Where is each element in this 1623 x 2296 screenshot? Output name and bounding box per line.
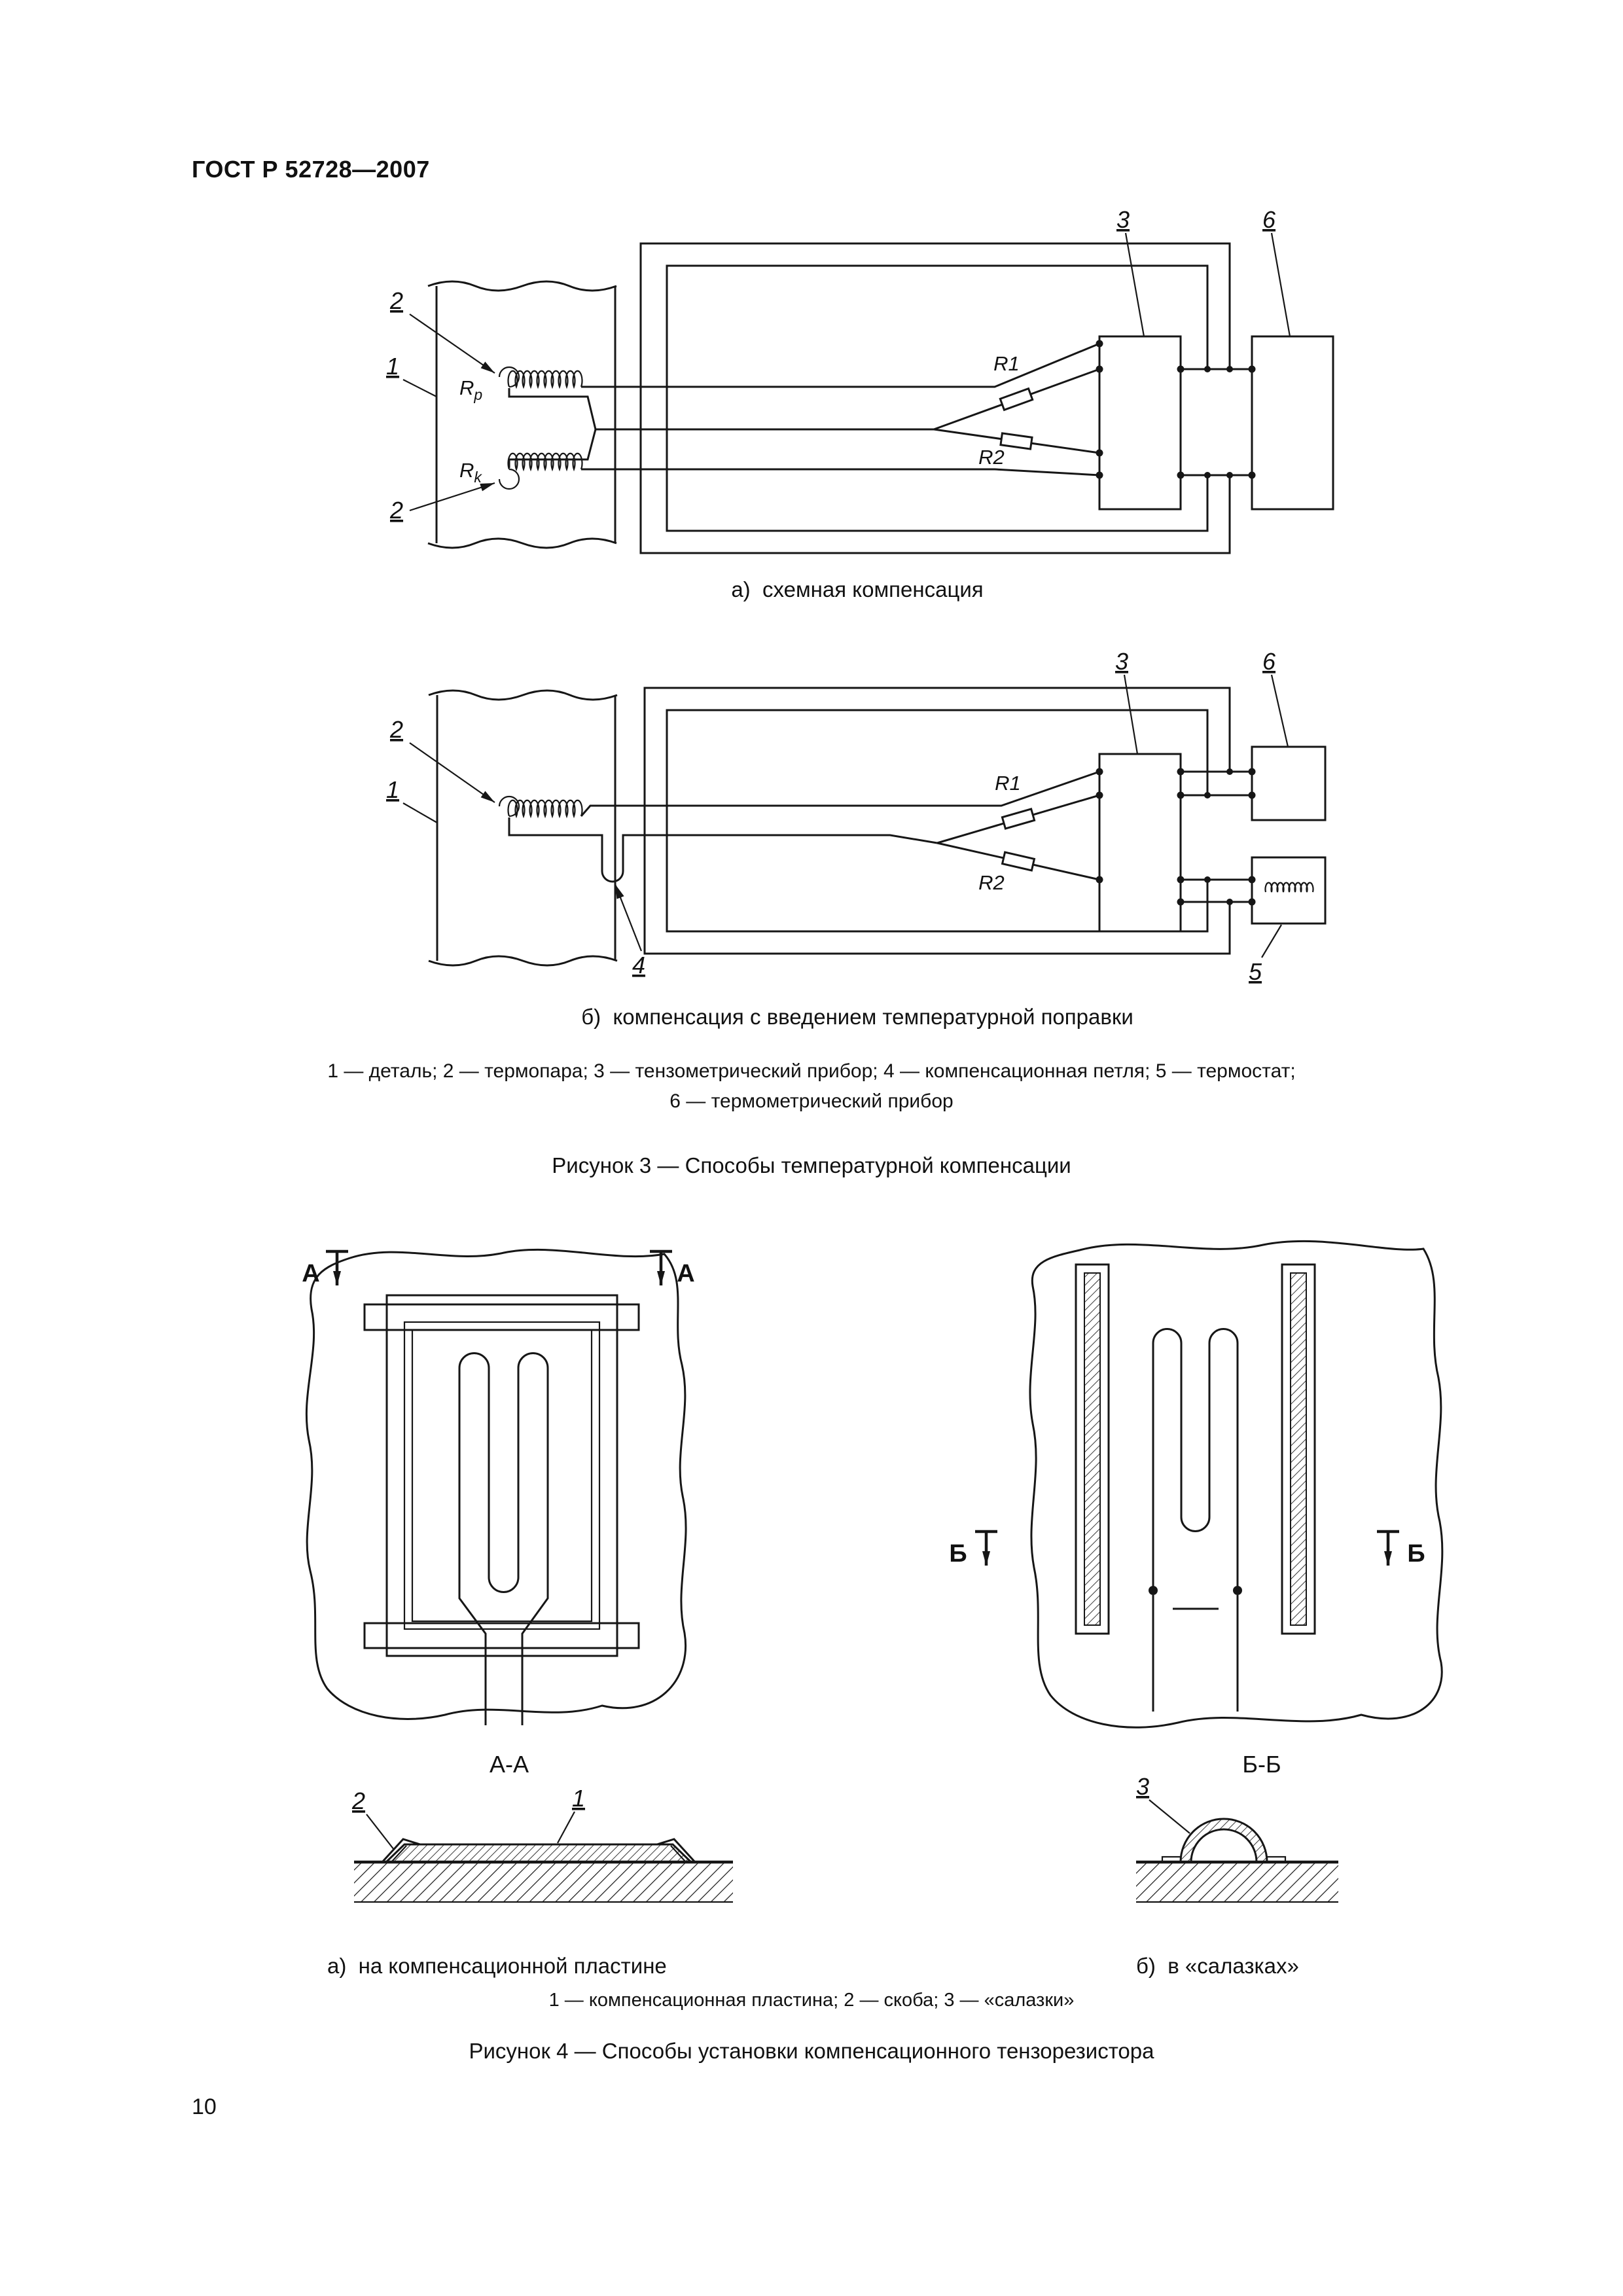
- lead-wire-right: [521, 1584, 549, 1725]
- fig4b-section-marks: Б Б: [949, 1530, 1425, 1568]
- compensation-plate-section: [381, 1838, 696, 1863]
- section-letter-b-left: Б: [949, 1540, 967, 1568]
- label-2: 2: [351, 1787, 365, 1814]
- page-title: ГОСТ Р 52728—2007: [192, 156, 430, 183]
- legend-fig3-line1: 1 — деталь; 2 — термопара; 3 — тензометр…: [327, 1060, 1296, 1082]
- label-3: 3: [1136, 1773, 1149, 1800]
- label-r1: R1: [995, 772, 1021, 795]
- clamp-bar-top: [363, 1303, 640, 1331]
- thermocouple-hook-top: [498, 366, 520, 388]
- resistor-r1-box: [1001, 808, 1036, 830]
- section-a-a-drawing: А-А 2 1: [351, 1751, 733, 1903]
- fig3b-bridge: R1 R2: [936, 772, 1100, 894]
- caption-figure-4: Рисунок 4 — Способы установки компенсаци…: [469, 2039, 1154, 2063]
- label-6: 6: [1262, 648, 1276, 675]
- thermostat-coil: [1264, 882, 1314, 893]
- fig4a-plate-and-clamps: [363, 1294, 640, 1657]
- gauge-backing-inner: [411, 1329, 593, 1623]
- fig3a-bridge: R1 R2: [933, 352, 1100, 469]
- section-letter-a-right: А: [677, 1260, 694, 1287]
- instrument-box-3: [1096, 753, 1185, 933]
- figure-3a-diagram: R1 R2: [386, 206, 1334, 554]
- fig4a-part-blob: [305, 1248, 687, 1720]
- compensation-loop-wire: [508, 817, 938, 883]
- section-b-b-callouts: 3: [1136, 1773, 1190, 1834]
- fig3b-lead-wires: [508, 770, 1100, 883]
- resistor-r2-box: [999, 432, 1033, 450]
- section-letter-a-left: А: [302, 1260, 319, 1287]
- label-6: 6: [1262, 206, 1276, 233]
- figure-4a-diagram: А А: [302, 1248, 695, 1725]
- label-2-bottom: 2: [389, 497, 403, 524]
- sled-rail-right: [1281, 1263, 1316, 1635]
- label-1: 1: [386, 353, 399, 380]
- label-3: 3: [1116, 206, 1130, 233]
- thermocouple-hook: [498, 795, 520, 817]
- fig4b-gauge-grid: [1149, 1328, 1242, 1712]
- sled-foot-right: [1266, 1856, 1287, 1863]
- figure-3b-diagram: R1 R2: [386, 648, 1327, 985]
- label-4: 4: [632, 952, 645, 978]
- clamp-right: [656, 1838, 696, 1863]
- sled-arch-section: [1161, 1818, 1287, 1863]
- fig4a-section-marks: А А: [302, 1249, 695, 1287]
- caption-fig3b: б) компенсация с введением температурной…: [581, 1005, 1133, 1029]
- sled-foot-left: [1161, 1856, 1182, 1863]
- sled-rail-left: [1075, 1263, 1110, 1635]
- section-letter-b-right: Б: [1407, 1540, 1425, 1568]
- fig3a-callouts: 2 1 2 3 6 Rp Rk: [386, 206, 1291, 524]
- label-3: 3: [1115, 648, 1128, 675]
- resistor-r1-box: [999, 387, 1034, 412]
- fig3a-gauge-rk-coil: [498, 429, 597, 490]
- label-2-top: 2: [389, 287, 403, 314]
- caption-figure-3: Рисунок 3 — Способы температурной компен…: [552, 1153, 1071, 1177]
- resistor-r2-box: [1001, 851, 1036, 872]
- part-surface-hatched: [354, 1860, 733, 1903]
- thermocouple-hook-bottom: [498, 468, 520, 490]
- section-title-a-a: А-А: [490, 1751, 529, 1778]
- thermometer-box-6: [1181, 745, 1327, 821]
- part-surface-hatched: [1136, 1860, 1338, 1903]
- fig3b-loop-wires: [643, 687, 1233, 955]
- section-title-b-b: Б-Б: [1242, 1751, 1281, 1778]
- section-b-b-drawing: Б-Б 3: [1136, 1751, 1338, 1903]
- label-rp: Rp: [459, 376, 482, 403]
- fig4b-part-blob: [1029, 1240, 1444, 1729]
- lead-wire-left: [458, 1584, 487, 1725]
- legend-fig3-line2: 6 — термометрический прибор: [669, 1090, 954, 1112]
- fig3b-gauge-coil: [498, 795, 583, 819]
- thermostat-box-5: [1181, 856, 1327, 925]
- caption-fig3a: а) схемная компенсация: [731, 577, 984, 601]
- label-1: 1: [386, 776, 399, 803]
- fig3a-gauge-rp-coil: [498, 366, 597, 430]
- clamp-bar-bottom: [363, 1622, 640, 1649]
- label-r2: R2: [978, 446, 1005, 469]
- thermometer-box-6: [1181, 335, 1334, 511]
- clamp-left: [381, 1838, 421, 1863]
- label-5: 5: [1249, 958, 1262, 985]
- legend-fig4: 1 — компенсационная пластина; 2 — скоба;…: [548, 1990, 1075, 2011]
- label-1: 1: [572, 1785, 585, 1812]
- compensation-plate: [385, 1294, 618, 1657]
- label-r2: R2: [978, 871, 1005, 894]
- label-rk: Rk: [459, 459, 482, 486]
- label-2: 2: [389, 716, 403, 743]
- caption-fig4a: а) на компенсационной пластине: [327, 1954, 667, 1978]
- fig3a-lead-wires: [581, 342, 1100, 476]
- label-r1: R1: [993, 352, 1020, 375]
- fig3a-loop-wires: [639, 242, 1233, 554]
- fig4b-sled-rails: [1075, 1263, 1316, 1635]
- fig3a-part-outline: [427, 280, 617, 549]
- gauge-backing-outer: [403, 1321, 601, 1630]
- caption-fig4b: б) в «салазках»: [1136, 1954, 1299, 1978]
- instrument-box-3: [1096, 335, 1185, 511]
- page-number: 10: [192, 2094, 217, 2119]
- fig3b-callouts: 2 1 4 3 6 5: [386, 648, 1289, 985]
- fig4a-gauge-grid: [458, 1352, 549, 1725]
- section-a-a-callouts: 2 1: [351, 1785, 585, 1850]
- fig3b-part-outline: [428, 689, 618, 967]
- figure-4b-diagram: Б Б: [949, 1240, 1444, 1729]
